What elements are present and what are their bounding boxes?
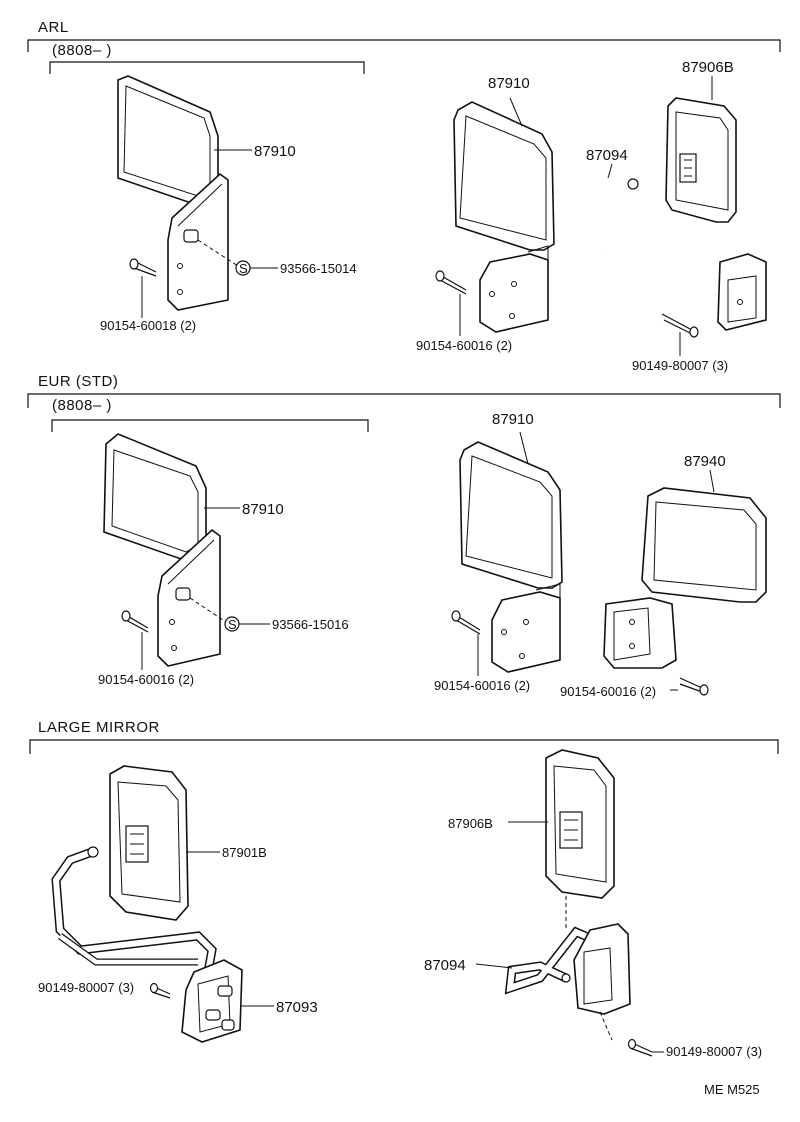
section-header-eur: EUR (STD) (38, 373, 118, 390)
part-90154-60016-eur-left: 90154-60016 (2) (98, 672, 194, 687)
part-87910-eur-mid: 87910 (492, 411, 534, 428)
date-bracket-arl (49, 61, 365, 74)
part-87094-arl: 87094 (586, 147, 628, 164)
mirror-87906b-arl (665, 97, 737, 223)
date-range-eur: (8808– ) (52, 397, 112, 414)
page-code: ME M525 (704, 1082, 760, 1097)
leader-87940-eur (709, 469, 715, 493)
part-87906b-arl: 87906B (682, 59, 734, 76)
dashed-screw-eur (189, 597, 227, 623)
part-90149-80007-large-right: 90149-80007 (3) (666, 1044, 762, 1059)
bolt-90154-60016-eur-left (121, 610, 149, 633)
mirror-87906b-large (545, 749, 615, 899)
bolt-90149-80007-large-left (149, 982, 171, 999)
date-range-arl: (8808– ) (52, 42, 112, 59)
bracket-87093 (181, 959, 243, 1043)
part-93566-15014: 93566-15014 (280, 261, 357, 276)
part-90154-60016-eur-right: 90154-60016 (2) (560, 684, 656, 699)
part-90149-80007-large-left: 90149-80007 (3) (38, 980, 134, 995)
bolt-90154-60016-eur-mid (451, 610, 481, 635)
bolt-90149-80007-large-right (627, 1038, 653, 1057)
part-87910-eur-left: 87910 (242, 501, 284, 518)
section-bracket-large-mirror (29, 739, 779, 754)
leader-87094-arl (607, 163, 613, 179)
bolt-90154-60016-eur-right (679, 677, 709, 696)
part-90154-60018: 90154-60018 (2) (100, 318, 196, 333)
mirror-87910-eur-left (103, 433, 221, 667)
mirror-87910-arl-left (117, 75, 229, 311)
stay-87094-large (504, 923, 631, 1015)
part-90149-80007-arl: 90149-80007 (3) (632, 358, 728, 373)
leader-87910-arl-mid (509, 97, 523, 127)
part-93566-15016: 93566-15016 (272, 617, 349, 632)
section-header-large-mirror: LARGE MIRROR (38, 719, 160, 736)
leader-87094-large (475, 963, 513, 969)
bolt-90154-60018 (129, 258, 157, 277)
part-87910-arl-left: 87910 (254, 143, 296, 160)
mirror-87910-eur-mid (459, 441, 563, 673)
part-87094-large: 87094 (424, 957, 466, 974)
section-bracket-eur (27, 393, 781, 408)
part-87940-eur: 87940 (684, 453, 726, 470)
part-87910-arl-mid: 87910 (488, 75, 530, 92)
stay-large-left (51, 846, 217, 977)
bolt-90149-80007-arl (661, 313, 699, 338)
section-header-arl: ARL (38, 19, 69, 36)
part-87906b-large: 87906B (448, 816, 493, 831)
date-bracket-eur (51, 419, 369, 432)
mirror-87901b (109, 765, 189, 921)
mirror-87910-arl-mid (453, 101, 555, 333)
part-87901b: 87901B (222, 845, 267, 860)
mirror-87940-eur (603, 487, 767, 669)
part-90154-60016-eur-mid: 90154-60016 (2) (434, 678, 530, 693)
part-87093: 87093 (276, 999, 318, 1016)
dashed-screw-arl (197, 239, 239, 267)
leader-87910-eur-mid (519, 431, 529, 465)
part-90154-60016-arl: 90154-60016 (2) (416, 338, 512, 353)
bolt-90154-60016-arl (435, 270, 467, 295)
screw-symbol-label-eur: S (228, 617, 237, 632)
section-bracket-arl (27, 39, 781, 52)
screw-symbol-label-arl: S (239, 261, 248, 276)
stay-87094-arl (596, 178, 767, 331)
dashed-bolt-large-right (599, 1011, 613, 1041)
